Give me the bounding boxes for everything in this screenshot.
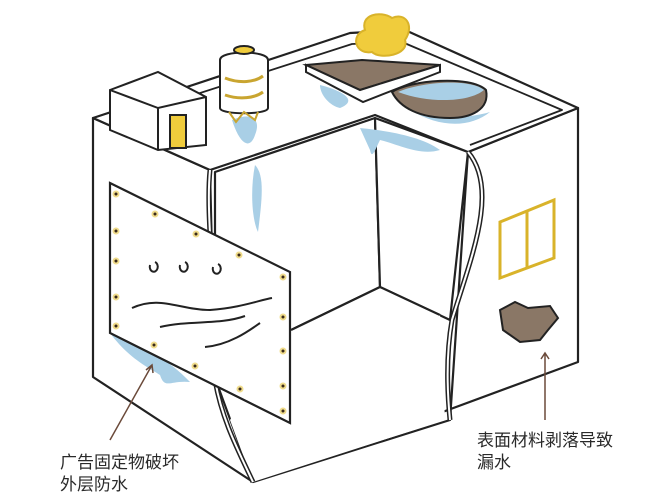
planter-shrub [355,13,411,57]
billboard-wave [204,322,261,348]
label-line: 表面材料剥落导致 [477,431,613,451]
bolt [112,257,120,265]
bolt [279,407,287,415]
water-stain [110,333,190,384]
bolt [192,230,200,238]
label-line: 广告固定物破坏 [60,453,179,473]
billboard-swirl [178,261,189,273]
water-stain [360,128,440,155]
interior-floor-edge [290,286,381,331]
arrow-left [109,363,154,441]
bolt [191,362,199,370]
billboard-swirl [148,261,159,273]
water-tank-bands [224,74,264,100]
arrow-right [540,351,550,420]
water-stain [232,116,258,144]
billboard-bolts [112,190,287,415]
bolt [236,385,244,393]
planter [302,13,441,104]
pond-water [398,82,484,101]
bolt [279,382,287,390]
interior-floor [230,287,445,482]
label-line: 漏水 [477,453,511,473]
cutaway-edge-right-inner [446,151,483,421]
bolt [112,322,120,330]
callout-arrows [109,351,550,441]
surface-peeling-label: 表面材料剥落导致 漏水 [477,430,613,474]
billboard-wave [159,315,246,328]
bolt [279,347,287,355]
window [498,197,556,281]
bolt [279,273,287,281]
pond [390,79,488,120]
water-stains [110,85,490,384]
peeling-damage [498,300,560,344]
bolt [279,313,287,321]
rooftop-room-edges [109,89,207,150]
bolt [235,251,243,259]
water-tank-legs [228,110,259,124]
billboard-wave [131,297,273,312]
billboard-artwork [131,261,273,348]
bolt [112,227,120,235]
billboard-swirl [211,263,222,275]
rooftop-room-door [169,114,187,149]
bolt [151,210,159,218]
planter-box [305,63,441,104]
rooftop-room [109,70,207,152]
bolt [112,190,120,198]
billboard-panel [108,181,292,425]
water-tank-lid [233,45,255,55]
water-stain [252,165,262,232]
label-line: 外层防水 [60,475,128,495]
interior-floor-edge [379,286,441,316]
billboard [108,181,292,425]
water-tank [219,45,269,124]
water-stain [320,85,349,108]
bolt [150,341,158,349]
water-stain [410,110,490,124]
ad-fixture-label: 广告固定物破坏 外层防水 [60,452,179,496]
bolt [112,293,120,301]
